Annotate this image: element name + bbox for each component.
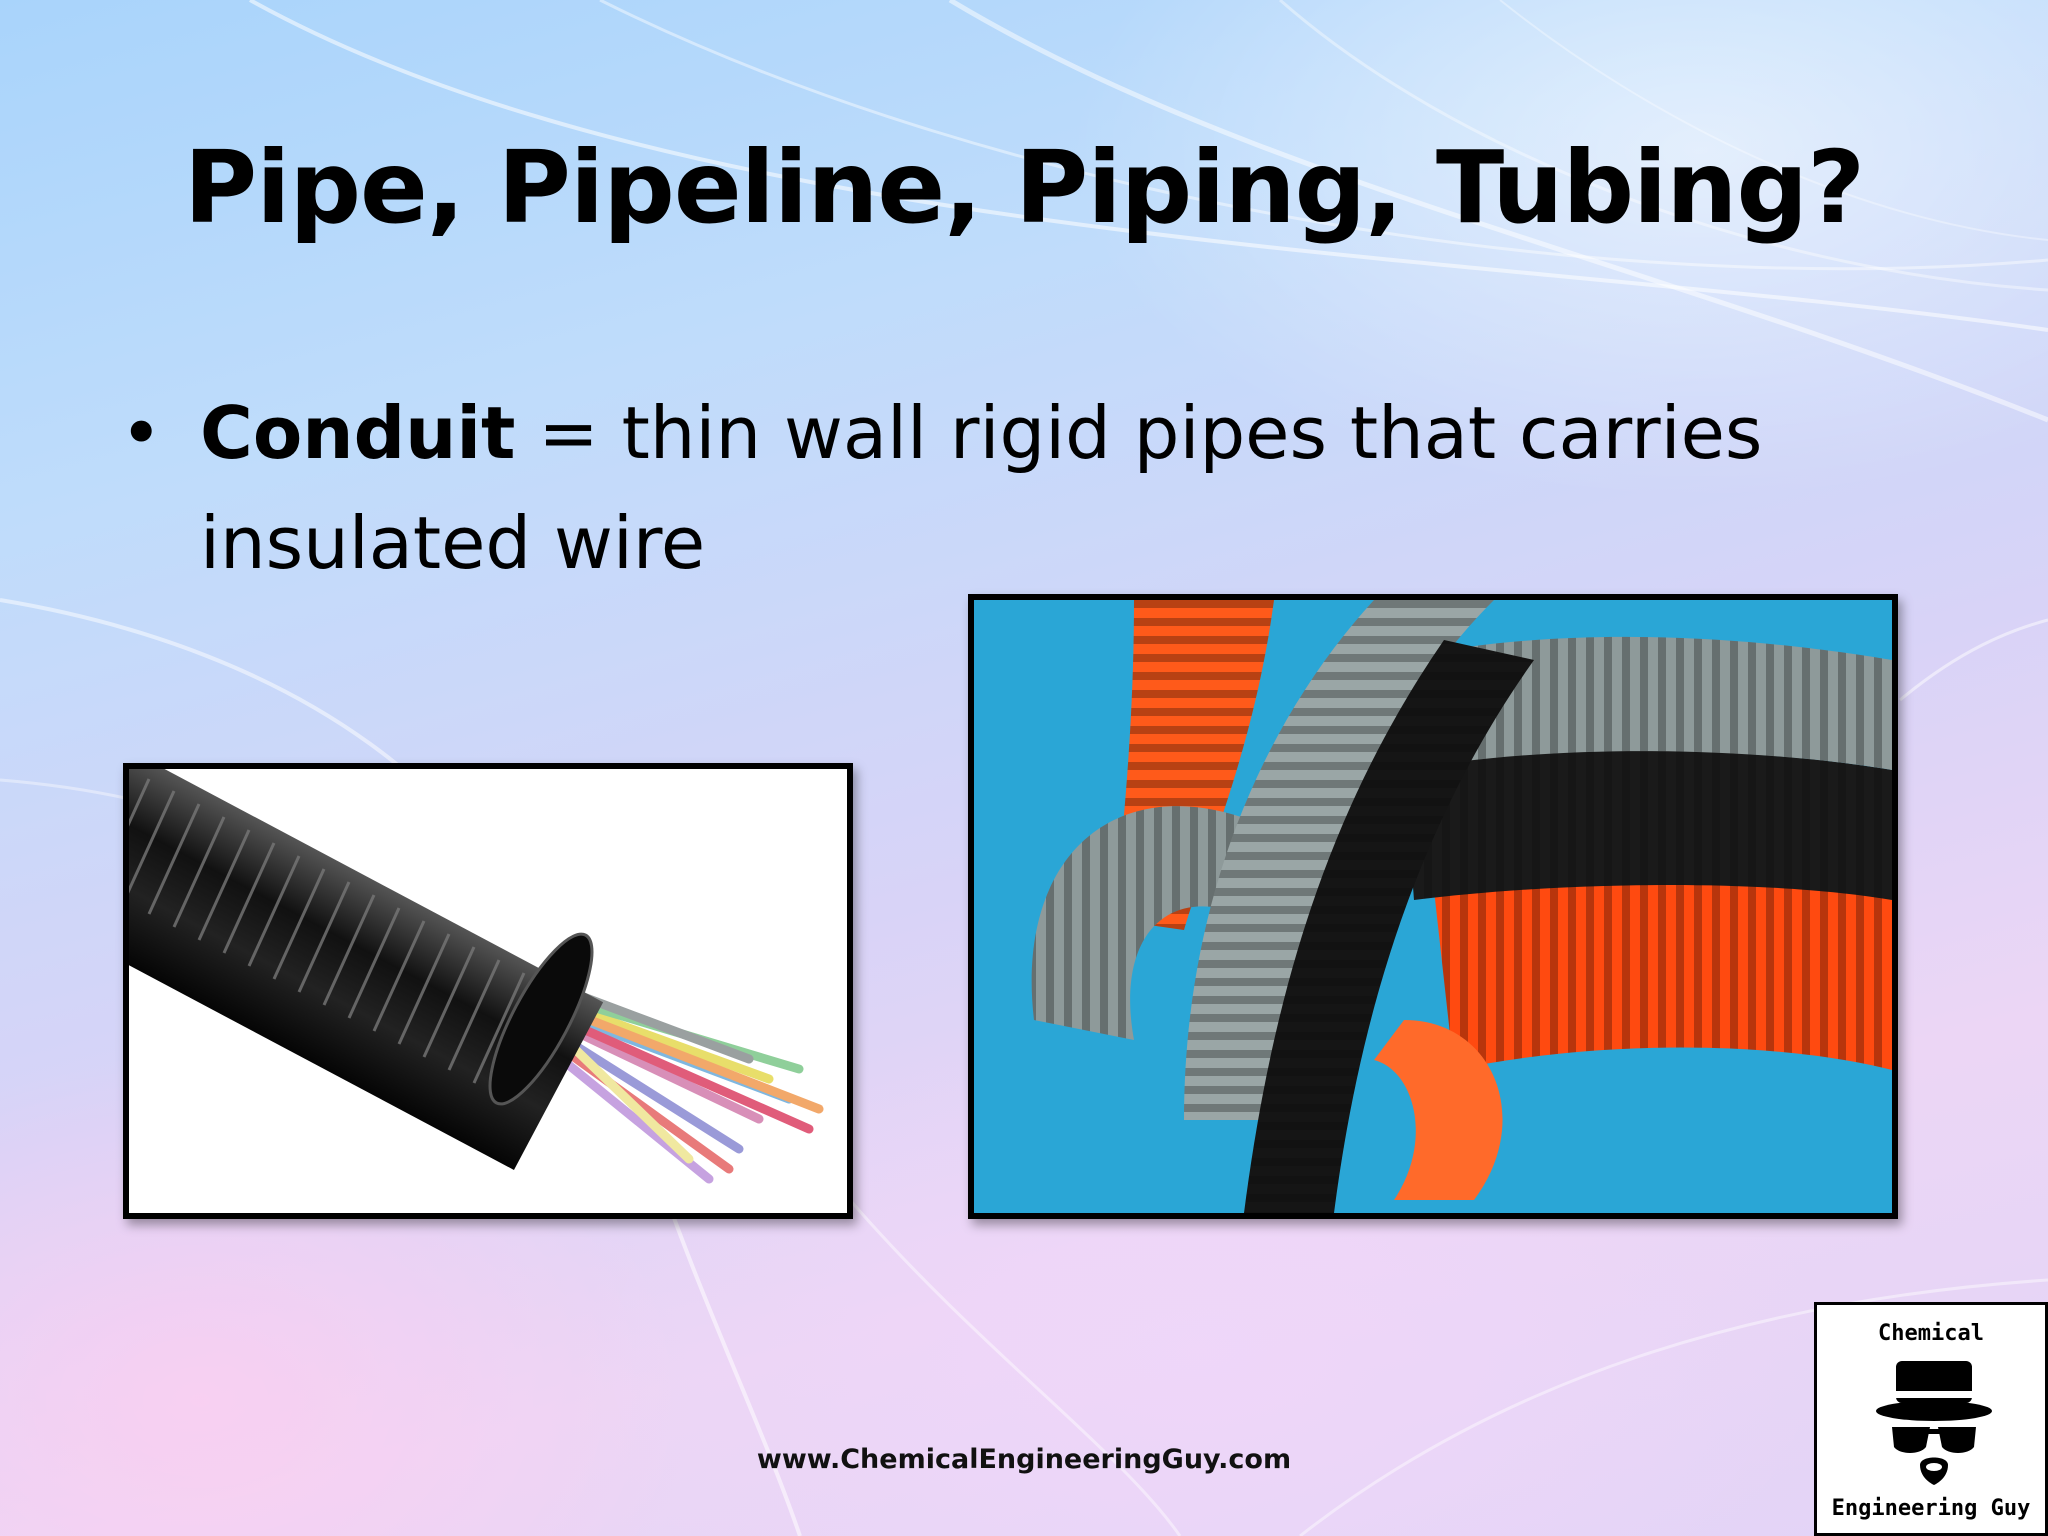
bullet-point: • Conduit = thin wall rigid pipes that c… — [120, 378, 1820, 598]
footer-website: www.ChemicalEngineeringGuy.com — [756, 1444, 1292, 1475]
bullet-marker: • — [120, 391, 163, 475]
logo-top-text: Chemical — [1878, 1321, 1984, 1346]
hat-glasses-icon — [1876, 1361, 1992, 1485]
logo-bottom-text: Engineering Guy — [1831, 1496, 2031, 1521]
slide-title: Pipe, Pipeline, Piping, Tubing? — [183, 129, 1865, 246]
brand-logo: Chemical Engineering Guy — [1814, 1302, 2048, 1536]
corrugated-conduits-photo — [968, 594, 1898, 1219]
bullet-text: Conduit = thin wall rigid pipes that car… — [200, 378, 1820, 598]
conduit-wires-photo — [123, 763, 853, 1219]
bullet-definition: = thin wall rigid pipes that carries ins… — [200, 391, 1763, 585]
bullet-term: Conduit — [200, 391, 516, 475]
